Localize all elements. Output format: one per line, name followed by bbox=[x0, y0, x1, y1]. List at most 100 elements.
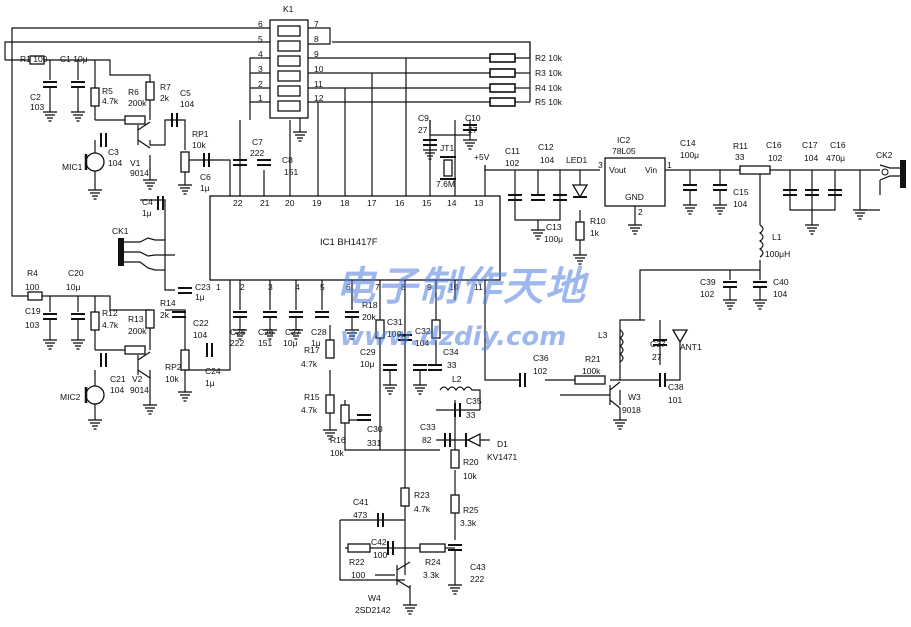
ic1-pin: 18 bbox=[340, 198, 350, 208]
ic1-pin: 2 bbox=[240, 282, 245, 292]
c5-value: 104 bbox=[180, 99, 194, 109]
c22-label: C22 bbox=[193, 318, 209, 328]
r14-value: 2k bbox=[160, 310, 170, 320]
c15-label: C15 bbox=[733, 187, 749, 197]
c41-value: 473 bbox=[353, 510, 367, 520]
r13-value: 200k bbox=[128, 326, 147, 336]
c3-value: 104 bbox=[108, 158, 122, 168]
c9-label: C9 bbox=[418, 113, 429, 123]
c28-label: C28 bbox=[311, 327, 327, 337]
r16-value: 10k bbox=[330, 448, 344, 458]
c20-value: 10μ bbox=[66, 282, 80, 292]
rp2-label: RP2 bbox=[165, 362, 182, 372]
ic2-vout: Vout bbox=[609, 165, 627, 175]
w4-label: W4 bbox=[368, 593, 381, 603]
c11-value: 102 bbox=[505, 158, 519, 168]
c35-value: 33 bbox=[466, 410, 476, 420]
c35-label: C35 bbox=[466, 396, 482, 406]
r20-label: R20 bbox=[463, 457, 479, 467]
k1-pin: 9 bbox=[314, 49, 319, 59]
c1-label: C1 10μ bbox=[60, 54, 88, 64]
l2-label: L2 bbox=[452, 374, 462, 384]
r25-value: 3.3k bbox=[460, 518, 477, 528]
l1-label: L1 bbox=[772, 232, 782, 242]
c24-label: C24 bbox=[205, 366, 221, 376]
mic1-channel: R1 100 C1 10μ C2 103 R5 4.7k R6 200k R7 … bbox=[20, 54, 211, 218]
c6-value: 1μ bbox=[200, 183, 210, 193]
c29-value: 10μ bbox=[360, 359, 374, 369]
c3-label: C3 bbox=[108, 147, 119, 157]
c26-label: C26 bbox=[258, 327, 274, 337]
c27-label: C27 bbox=[285, 327, 301, 337]
c17-value: 104 bbox=[804, 153, 818, 163]
ic1-pin: 6 bbox=[346, 282, 351, 292]
ic1-pin: 1 bbox=[216, 282, 221, 292]
k1-pin: 1 bbox=[258, 93, 263, 103]
r24-label: R24 bbox=[425, 557, 441, 567]
resistor-label: R3 10k bbox=[535, 68, 563, 78]
r7-label: R7 bbox=[160, 82, 171, 92]
k1-label: K1 bbox=[283, 4, 294, 14]
ic1-label: IC1 BH1417F bbox=[320, 237, 378, 248]
wires bbox=[4, 27, 881, 605]
mic1-label: MIC1 bbox=[62, 162, 83, 172]
c33-label: C33 bbox=[420, 422, 436, 432]
l1-value: 100μH bbox=[765, 249, 790, 259]
k1-pin: 4 bbox=[258, 49, 263, 59]
led1-label: LED1 bbox=[566, 155, 588, 165]
watermark-title: 电子制作天地 bbox=[335, 264, 590, 310]
c28-value: 1μ bbox=[311, 338, 321, 348]
ic1-pin: 15 bbox=[422, 198, 432, 208]
c36-value: 102 bbox=[533, 366, 547, 376]
ic1-pin: 11 bbox=[474, 282, 483, 292]
ck1-label: CK1 bbox=[112, 226, 129, 236]
ic1-pin: 14 bbox=[447, 198, 457, 208]
c8-value: 151 bbox=[284, 167, 298, 177]
watermark: 电子制作天地 www.dzdiy.com bbox=[335, 264, 590, 352]
k1-pin: 10 bbox=[314, 64, 324, 74]
d1-label: D1 bbox=[497, 439, 508, 449]
r16-label: R16 bbox=[330, 435, 346, 445]
rp1-value: 10k bbox=[192, 140, 206, 150]
power-supply: C11 102 C12 104 C13 100μ LED1 R10 1k IC2… bbox=[505, 135, 906, 265]
c16b-label: C16 bbox=[830, 140, 846, 150]
ic1-pin: 10 bbox=[449, 282, 459, 292]
k1-pin: 8 bbox=[314, 34, 319, 44]
w3-part: 9018 bbox=[622, 405, 641, 415]
c20-label: C20 bbox=[68, 268, 84, 278]
r10-value: 1k bbox=[590, 228, 600, 238]
r12-value: 4.7k bbox=[102, 320, 119, 330]
ic2-gnd: GND bbox=[625, 192, 644, 202]
rf-output-stage: C36 102 R21 100k W3 9018 L3 C37 27 C38 1… bbox=[519, 329, 702, 430]
c25-value: 222 bbox=[230, 338, 244, 348]
ic1-pin: 9 bbox=[427, 282, 432, 292]
r4l-value: 100 bbox=[25, 282, 39, 292]
v1-part: 9014 bbox=[130, 168, 149, 178]
k1-pullup-resistors: R2 10k R3 10k R4 10k R5 10k bbox=[489, 53, 563, 107]
r18-value: 20k bbox=[362, 312, 376, 322]
v1-label: V1 bbox=[130, 158, 141, 168]
c40-label: C40 bbox=[773, 277, 789, 287]
c39-value: 102 bbox=[700, 289, 714, 299]
ic1-pin: 8 bbox=[401, 282, 406, 292]
c23-value: 1μ bbox=[195, 292, 205, 302]
v2-label: V2 bbox=[132, 374, 143, 384]
crystal-value: 7.6M bbox=[436, 179, 455, 189]
r23-value: 4.7k bbox=[414, 504, 431, 514]
r21-value: 100k bbox=[582, 366, 601, 376]
c14-label: C14 bbox=[680, 138, 696, 148]
r4l-label: R4 bbox=[27, 268, 38, 278]
c7-label: C7 bbox=[252, 137, 263, 147]
c21-value: 104 bbox=[110, 385, 124, 395]
ic1-bh1417f: IC1 BH1417F 22 21 20 19 18 17 16 15 14 1… bbox=[209, 195, 501, 292]
k1-pin: 2 bbox=[258, 79, 263, 89]
c13-value: 100μ bbox=[544, 234, 563, 244]
switch-k1: K1 6 5 4 3 2 1 7 8 9 10 11 12 bbox=[258, 4, 324, 142]
r6-value: 200k bbox=[128, 98, 147, 108]
rp2-value: 10k bbox=[165, 374, 179, 384]
c13-label: C13 bbox=[546, 222, 562, 232]
c4-value: 1μ bbox=[142, 208, 152, 218]
k1-pin: 11 bbox=[314, 79, 323, 89]
c9-value: 27 bbox=[418, 125, 428, 135]
